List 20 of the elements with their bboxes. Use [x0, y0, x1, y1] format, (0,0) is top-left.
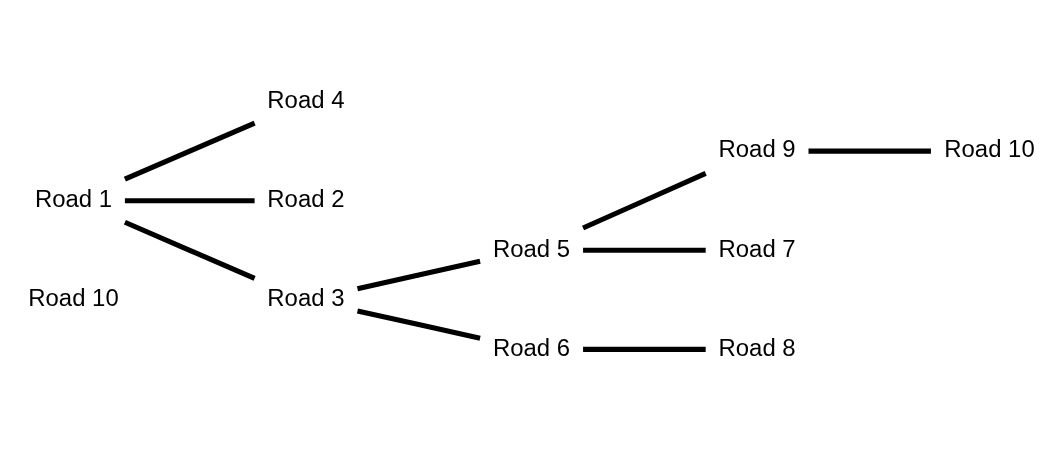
- node-text: Road 4: [267, 85, 345, 113]
- node-text: Road 7: [718, 234, 796, 262]
- node-text: Road 3: [267, 284, 345, 312]
- node-text: Road 1: [34, 185, 113, 213]
- connector: [123, 219, 256, 281]
- connector: [582, 170, 707, 231]
- node-text: Road 8: [718, 333, 796, 361]
- connector: [124, 198, 255, 204]
- connector: [583, 346, 706, 352]
- node-text: Road 2: [267, 185, 345, 213]
- connector: [808, 148, 931, 154]
- connector: [356, 258, 481, 292]
- connector: [123, 120, 256, 182]
- node-text: Road 5: [492, 234, 571, 262]
- connector: [583, 247, 706, 253]
- node-text: Road 9: [718, 135, 796, 163]
- node-text: Road 10: [944, 135, 1035, 163]
- connector: [356, 308, 481, 341]
- node-text: Road 6: [492, 333, 571, 361]
- label: Road 10: [28, 284, 119, 312]
